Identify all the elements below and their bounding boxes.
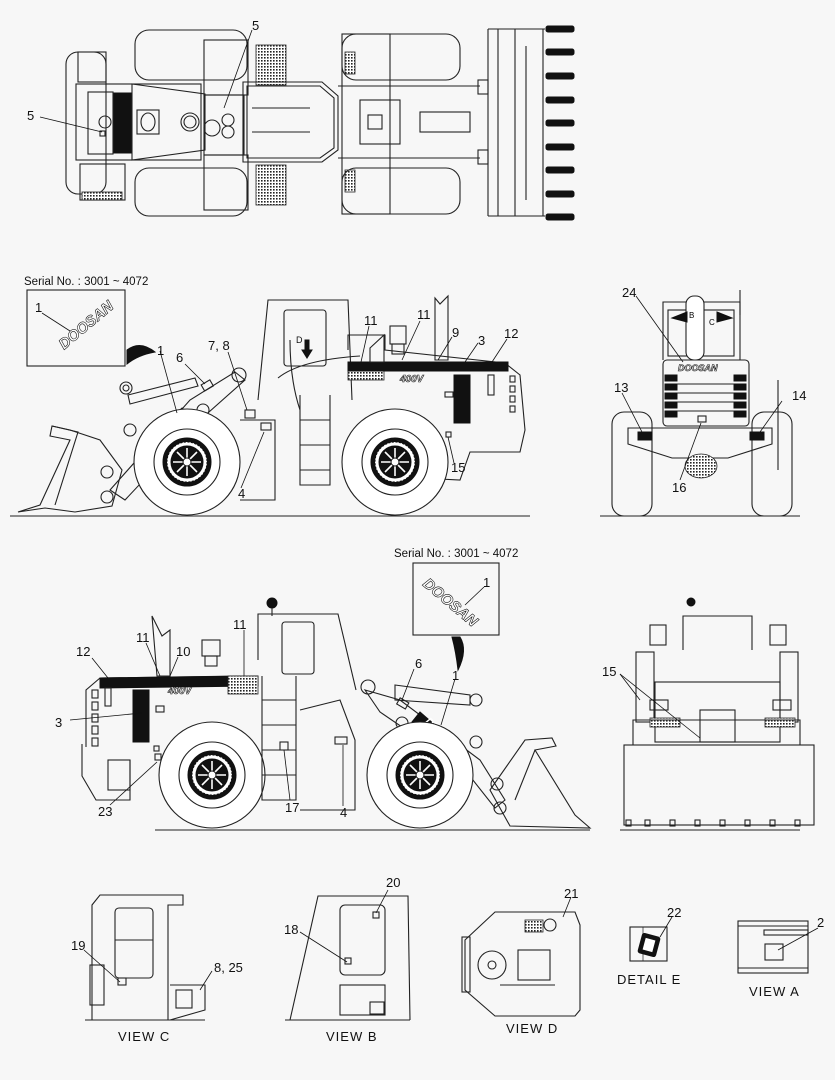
callout-1-right: 1 [452, 668, 460, 683]
callout-12-right: 12 [76, 644, 91, 659]
callout-top-5-center: 5 [252, 18, 260, 33]
front-view: B C DOOSAN [600, 290, 800, 517]
view-a-caption: VIEW A [749, 984, 800, 999]
serial-note-right: Serial No. : 3001 ~ 4072 [394, 548, 519, 560]
callout-12: 12 [504, 326, 519, 341]
callout-20: 20 [386, 875, 401, 890]
callout-13: 13 [614, 380, 629, 395]
callout-11-right-a: 11 [136, 630, 150, 645]
callout-15-rear: 15 [602, 664, 617, 679]
callout-2: 2 [817, 915, 825, 930]
svg-text:B: B [689, 311, 694, 320]
top-view [39, 25, 575, 221]
inset-callout-1-left: 1 [35, 300, 43, 315]
rear-view [619, 597, 815, 831]
view-c-drawing [83, 894, 213, 1021]
callout-19: 19 [71, 938, 86, 953]
right-side-view: DOOSAN 400V [69, 562, 592, 831]
callout-7-8: 7, 8 [208, 338, 230, 353]
detail-e-caption: DETAIL E [617, 972, 682, 987]
svg-text:DOOSAN: DOOSAN [56, 297, 118, 353]
view-b-caption: VIEW B [326, 1029, 378, 1044]
svg-text:DOOSAN: DOOSAN [678, 363, 718, 373]
callout-16: 16 [672, 480, 687, 495]
view-b-drawing [285, 889, 411, 1021]
callout-17: 17 [285, 800, 300, 815]
callout-8-25: 8, 25 [214, 960, 243, 975]
detail-e-drawing [629, 916, 673, 962]
svg-text:400V: 400V [399, 374, 425, 385]
view-d-drawing [461, 896, 581, 1017]
view-c-caption: VIEW C [118, 1029, 171, 1044]
view-d-caption: VIEW D [506, 1021, 559, 1036]
callout-11-b: 11 [417, 307, 431, 322]
view-a-drawing [737, 920, 819, 974]
callout-6: 6 [176, 350, 184, 365]
callout-11-a: 11 [364, 313, 378, 328]
callout-14: 14 [792, 388, 807, 403]
callout-22: 22 [667, 905, 682, 920]
callout-4: 4 [238, 486, 246, 501]
callout-10: 10 [176, 644, 191, 659]
callout-top-5-left: 5 [27, 108, 35, 123]
callout-11-right-b: 11 [233, 617, 247, 632]
callout-3: 3 [478, 333, 486, 348]
callout-4-right: 4 [340, 805, 348, 820]
callout-21: 21 [564, 886, 579, 901]
inset-callout-1-right: 1 [483, 575, 491, 590]
callout-18: 18 [284, 922, 299, 937]
svg-text:D: D [296, 335, 303, 345]
callout-3-right: 3 [55, 715, 63, 730]
left-side-view: DOOSAN DOOSAN D [10, 289, 530, 517]
callout-15: 15 [451, 460, 466, 475]
serial-note-left: Serial No. : 3001 ~ 4072 [24, 276, 149, 288]
callout-6-right: 6 [415, 656, 423, 671]
svg-text:DOOSAN: DOOSAN [419, 575, 481, 631]
svg-text:C: C [709, 318, 715, 327]
callout-9: 9 [452, 325, 460, 340]
svg-text:400V: 400V [167, 686, 193, 697]
callout-23: 23 [98, 804, 113, 819]
callout-1: 1 [157, 343, 165, 358]
callout-24: 24 [622, 285, 637, 300]
